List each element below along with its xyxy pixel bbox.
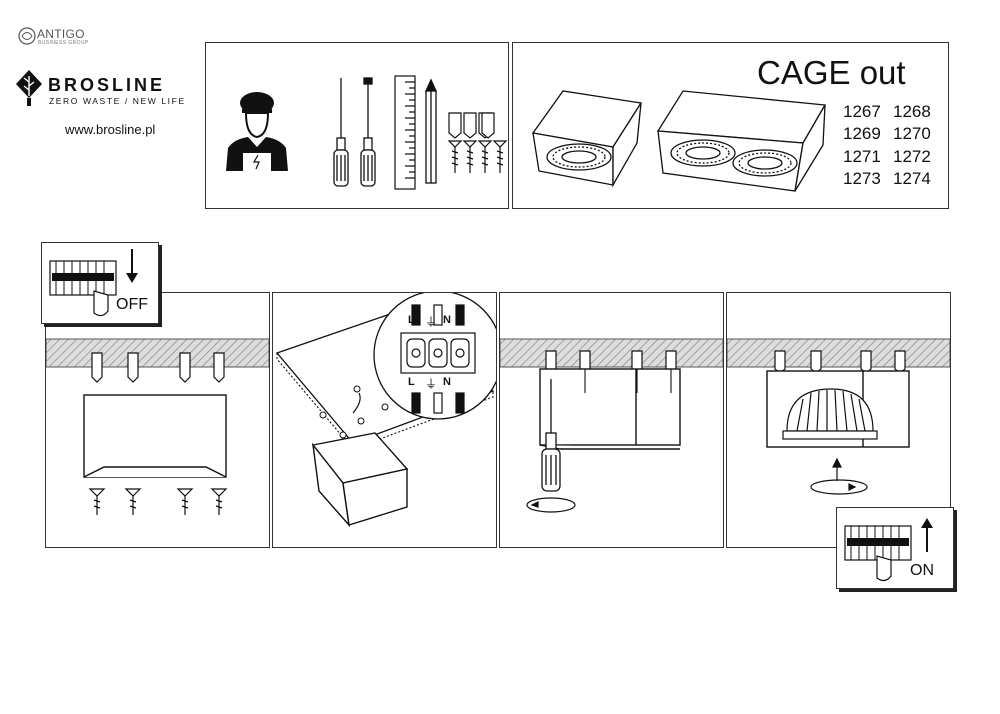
power-off-inset — [41, 242, 159, 324]
terminal-label-l-bottom: L — [408, 376, 415, 388]
wall-plug-icon — [448, 112, 495, 139]
reflector-lamp-icon — [782, 388, 878, 440]
electrician-icon — [226, 92, 288, 171]
brosline-name: BROSLINE — [48, 75, 166, 95]
breaker-panel-icon — [49, 249, 138, 317]
product-code: 1271 — [843, 147, 881, 166]
product-code: 1270 — [893, 124, 931, 143]
tools-illustration — [226, 75, 508, 190]
screwdriver-icon — [541, 379, 561, 492]
product-code: 1267 — [843, 102, 881, 121]
terminal-label-l-top: L — [408, 314, 415, 326]
product-code: 1269 — [843, 124, 881, 143]
website-link[interactable]: www.brosline.pl — [65, 122, 156, 137]
terminal-label-earth-bottom: ⏚ — [425, 377, 438, 391]
luminaire-body — [311, 432, 409, 528]
tools-panel — [205, 42, 509, 209]
double-cage-luminaire — [656, 90, 827, 192]
power-on-label: ON — [910, 562, 934, 579]
cable — [352, 392, 361, 414]
luminaire-body — [83, 394, 227, 478]
ruler-icon — [394, 75, 416, 190]
power-on-inset — [836, 507, 954, 589]
luminaire-body — [539, 368, 681, 450]
brosline-tagline: ZERO WASTE / NEW LIFE — [49, 96, 186, 106]
single-cage-luminaire — [531, 90, 643, 188]
brosline-leaf-icon — [16, 70, 42, 106]
step-2-panel — [272, 292, 497, 548]
antigo-subtitle: BUSINESS GROUP — [38, 40, 89, 46]
screwdriver-icon — [333, 77, 376, 187]
screw-hole — [319, 385, 389, 439]
product-code: 1268 — [893, 102, 931, 121]
hand-icon — [93, 290, 109, 317]
step-1-panel — [45, 292, 270, 548]
hand-icon — [876, 555, 892, 582]
pencil-icon — [424, 78, 438, 184]
product-code: 1274 — [893, 169, 931, 188]
product-title: CAGE out — [757, 54, 906, 91]
step-2-illustration — [275, 293, 496, 528]
step-4-panel — [726, 292, 951, 548]
product-code: 1273 — [843, 169, 881, 188]
step-3-illustration — [500, 338, 723, 513]
power-off-label: OFF — [116, 296, 148, 313]
antigo-name: ANTIGO — [37, 27, 85, 41]
screw-icon — [88, 488, 228, 515]
terminal-label-n-top: N — [443, 314, 451, 326]
screw-icon — [447, 140, 508, 173]
wall-plug-icon — [774, 350, 906, 374]
terminal-label-n-bottom: N — [443, 376, 451, 388]
product-illustration — [531, 90, 827, 192]
breaker-panel-icon — [844, 518, 933, 582]
step-4-illustration — [727, 338, 950, 495]
product-code: 1272 — [893, 147, 931, 166]
rotate-arrow-icon — [526, 497, 576, 513]
antigo-logo — [18, 27, 36, 45]
step-3-panel — [499, 292, 724, 548]
wall-plug-icon — [91, 352, 225, 383]
terminal-block — [400, 304, 476, 414]
terminal-label-earth-top: ⏚ — [425, 315, 438, 329]
product-panel — [512, 42, 949, 209]
step-1-illustration — [46, 338, 269, 515]
rotate-arrow-icon — [810, 457, 868, 495]
screw-icon — [584, 369, 672, 393]
